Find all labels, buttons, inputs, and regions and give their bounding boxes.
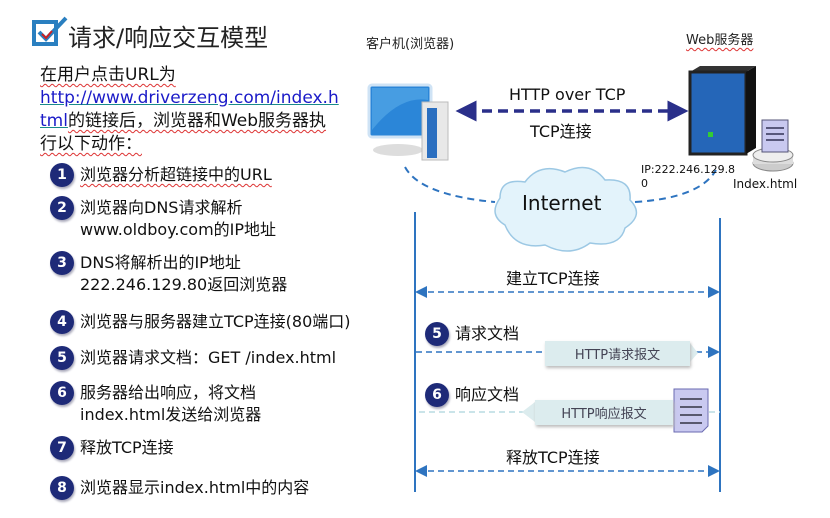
checkbox-icon [32, 16, 68, 46]
index-file-label: Index.html [733, 177, 798, 191]
step-text: 浏览器请求文档：GET /index.html [80, 348, 337, 367]
url-link[interactable]: http://www.driverzeng.com/index.h [40, 88, 339, 108]
establish-label: 建立TCP连接 [506, 269, 600, 288]
http-over-tcp-label: HTTP over TCP [509, 85, 626, 104]
url-link-cont[interactable]: tml [40, 111, 68, 131]
intro-text: 在用户点击URL为 http://www.driverzeng.com/inde… [40, 64, 339, 156]
step-item: 1 浏览器分析超链接中的URL [50, 163, 272, 187]
internet-cloud-icon [494, 166, 638, 252]
step-number: 7 [50, 436, 74, 460]
step-item: 7 释放TCP连接 [50, 436, 174, 460]
step-number: 6 [50, 381, 74, 405]
step-number: 8 [50, 476, 74, 500]
internet-label: Internet [522, 191, 602, 215]
page-title: 请求/响应交互模型 [68, 24, 269, 52]
release-label: 释放TCP连接 [506, 448, 600, 467]
step-text: 浏览器显示index.html中的内容 [80, 478, 310, 497]
step-text: 浏览器向DNS请求解析 [80, 198, 243, 217]
step-text: DNS将解析出的IP地址 [80, 253, 241, 272]
client-label: 客户机(浏览器) [366, 37, 455, 52]
step-text: index.html发送给浏览器 [80, 405, 262, 424]
response-document-icon [673, 388, 709, 433]
step-text: 222.246.129.80返回浏览器 [80, 275, 288, 294]
tcp-connection-label: TCP连接 [530, 122, 592, 141]
step-number: 4 [50, 310, 74, 334]
step-item: 5 浏览器请求文档：GET /index.html [50, 346, 337, 370]
step-item: 6 服务器给出响应，将文档 index.html发送给浏览器 [50, 381, 262, 426]
intro-line: 行以下动作： [40, 134, 142, 154]
step-item: 8 浏览器显示index.html中的内容 [50, 476, 310, 500]
intro-line: 在用户点击URL为 [40, 65, 176, 85]
web-server-icon [688, 66, 756, 156]
step-item: 2 浏览器向DNS请求解析 www.oldboy.com的IP地址 [50, 196, 277, 241]
server-label: Web服务器 [686, 33, 754, 48]
step-number: 1 [50, 163, 74, 187]
index-file-icon [752, 119, 794, 172]
step-item: 4 浏览器与服务器建立TCP连接(80端口) [50, 310, 351, 334]
step-text: www.oldboy.com的IP地址 [80, 220, 277, 239]
step-text: 释放TCP连接 [80, 438, 174, 457]
step-item: 3 DNS将解析出的IP地址 222.246.129.80返回浏览器 [50, 251, 288, 296]
step-number: 2 [50, 196, 74, 220]
step-number: 3 [50, 251, 74, 275]
step-number: 5 [50, 346, 74, 370]
http-request-message: HTTP请求报文 [545, 341, 690, 366]
step-text: 浏览器分析超链接中的URL [80, 165, 272, 184]
step-text: 浏览器与服务器建立TCP连接(80端口) [80, 312, 351, 331]
http-response-message: HTTP响应报文 [535, 400, 673, 425]
client-computer-icon [367, 83, 449, 161]
intro-line: 的链接后，浏览器和Web服务器执 [67, 111, 327, 131]
step-text: 服务器给出响应，将文档 [80, 383, 257, 402]
